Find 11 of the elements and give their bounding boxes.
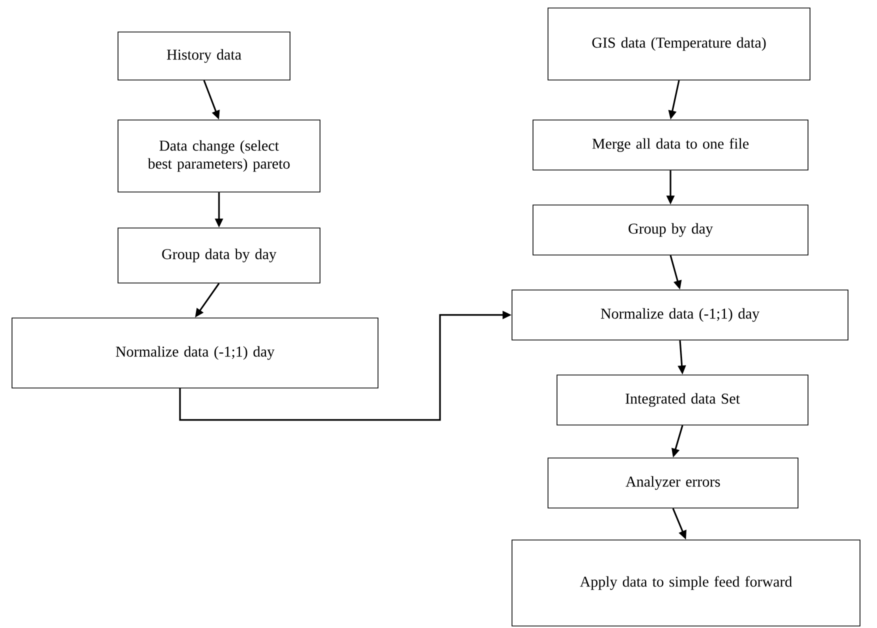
process-box: Integrated data Set	[556, 374, 808, 426]
process-box: Group by day	[532, 204, 808, 256]
process-box: Normalize data (-1;1) day	[512, 290, 848, 340]
process-box: Normalize data (-1;1) day	[12, 318, 378, 388]
process-box: Apply data to simple feed forward	[512, 540, 860, 626]
process-box: History data	[118, 32, 290, 80]
process-box: Group data by day	[118, 228, 320, 284]
process-box: Analyzer errors	[548, 458, 798, 508]
process-box: GIS data (Temperature data)	[548, 8, 810, 80]
process-box: Merge all data to one file	[532, 120, 808, 170]
process-box: Data change (select best parameters) pareto	[118, 120, 320, 192]
